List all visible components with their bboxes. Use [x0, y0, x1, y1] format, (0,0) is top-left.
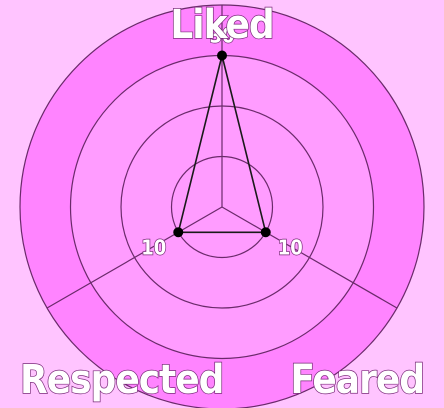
radar-polygon-layer [177, 55, 267, 234]
radar-point-liked [217, 50, 227, 61]
axis-label-respected: Respected [20, 357, 223, 403]
radar-point-respected [173, 227, 184, 238]
radar-spoke [221, 206, 398, 309]
radar-spokes [46, 5, 398, 309]
value-label-respected: 10 [141, 235, 166, 259]
value-label-liked: 30 [209, 24, 234, 48]
radar-points [173, 50, 271, 238]
radar-value-polygon [177, 55, 267, 234]
axis-label-feared: Feared [290, 357, 424, 403]
radar-spoke [46, 206, 223, 309]
radar-value-labels: 30 10 10 [141, 23, 304, 260]
axis-label-liked: Liked [170, 2, 273, 48]
radar-point-feared [260, 227, 271, 238]
value-label-feared: 10 [278, 235, 303, 259]
